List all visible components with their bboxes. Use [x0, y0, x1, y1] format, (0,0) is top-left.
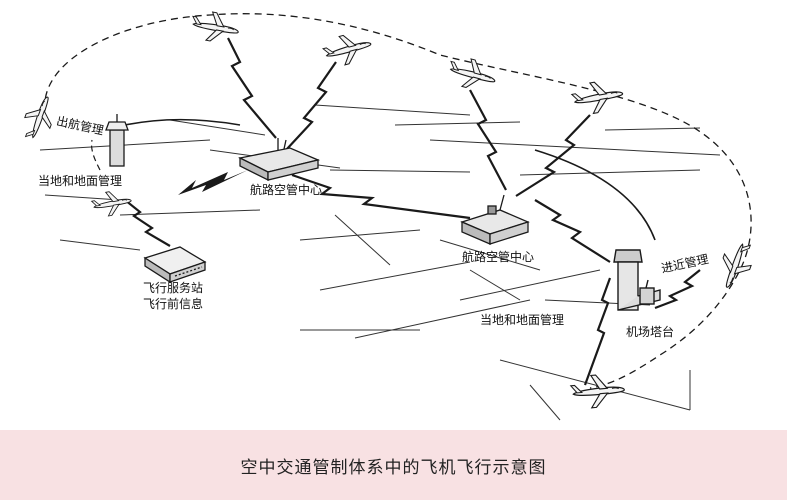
plane-top-2 — [320, 28, 375, 70]
link-arc-right — [534, 149, 656, 241]
airport-tower — [613, 249, 661, 311]
label-local-ground-right: 当地和地面管理 — [480, 313, 565, 327]
plane-approach — [713, 237, 759, 293]
route-center-1-building — [238, 138, 321, 182]
diagram-svg — [18, 8, 759, 421]
label-local-ground-left: 当地和地面管理 — [38, 174, 123, 188]
flight-path-approach — [90, 139, 101, 171]
plane-top-3 — [444, 53, 500, 95]
arrow-to-ground — [178, 170, 248, 195]
diagram-canvas: 出航管理 当地和地面管理 航路空管中心 航路空管中心 飞行服务站 飞行前信息 进… — [18, 8, 759, 421]
plane-left-ground — [90, 187, 134, 219]
plane-landing — [569, 372, 627, 411]
label-flight-service-1: 飞行服务站 — [143, 281, 204, 295]
left-tower — [105, 114, 129, 167]
plane-left-departing — [18, 91, 61, 144]
label-route-center-1: 航路空管中心 — [250, 183, 323, 197]
radio-links — [124, 37, 701, 386]
caption-bar: 空中交通管制体系中的飞机飞行示意图 — [0, 430, 787, 500]
plane-top-4 — [569, 77, 626, 118]
ground-grid — [39, 104, 721, 421]
route-center-2-building — [460, 194, 530, 245]
link-arc-left — [124, 118, 241, 126]
label-flight-service-2: 飞行前信息 — [143, 297, 204, 311]
label-route-center-2: 航路空管中心 — [462, 250, 535, 264]
figure-caption: 空中交通管制体系中的飞机飞行示意图 — [240, 457, 547, 478]
flight-service-building — [143, 246, 207, 284]
label-airport-tower: 机场塔台 — [626, 325, 675, 339]
